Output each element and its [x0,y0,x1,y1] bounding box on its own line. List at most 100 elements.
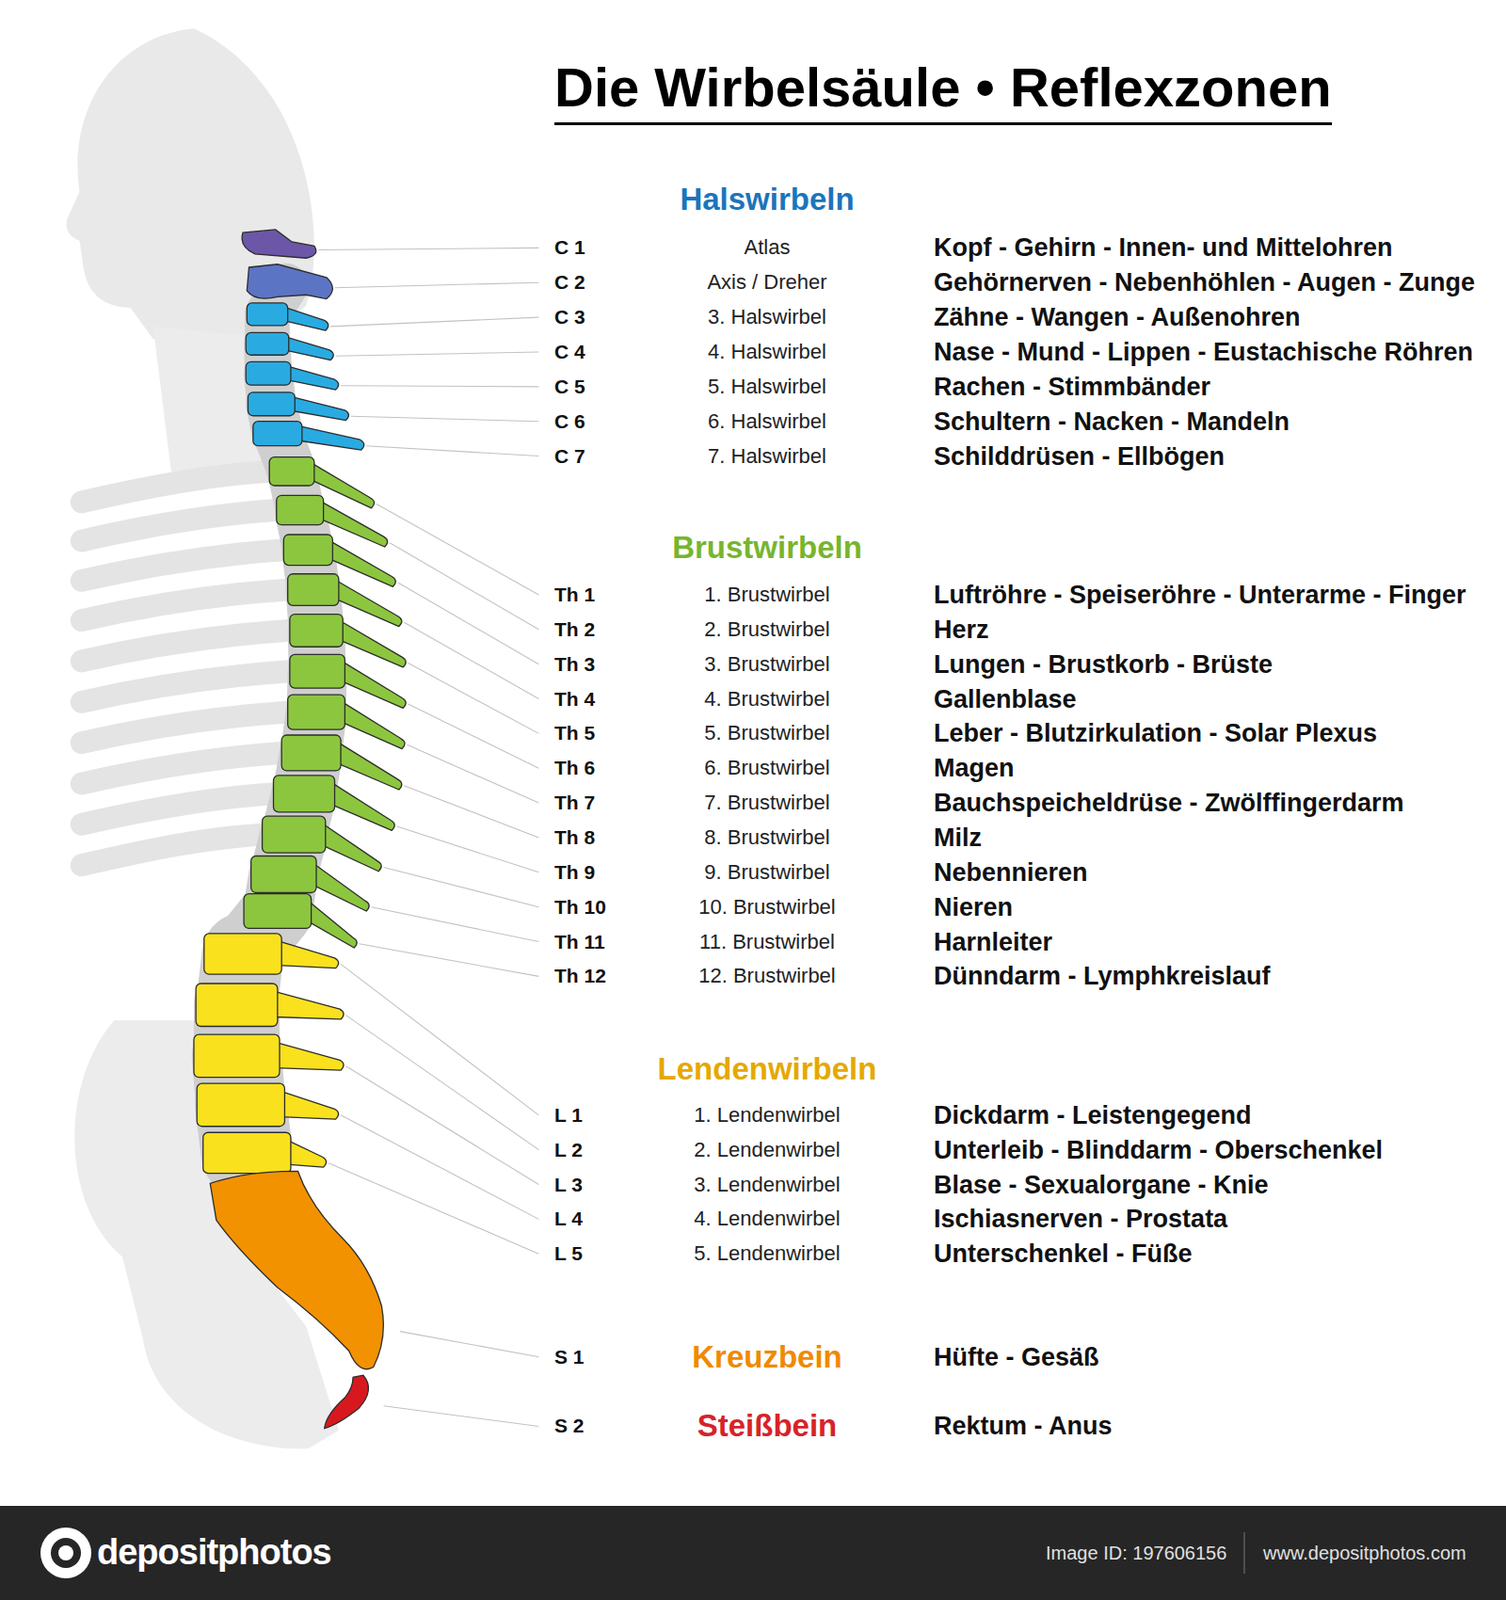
thoracic-vertebra-body [288,694,346,730]
vertebra-name: 2. Lendenwirbel [693,1137,840,1162]
thoracic-vertebra-body [281,735,341,771]
logo-icon [50,1538,81,1569]
lumbar-vertebra-process [280,1090,339,1120]
vertebra-code: Th 3 [554,652,595,676]
footer-bar: depositphotosImage ID: 197606156www.depo… [0,1506,1506,1600]
leader-line [408,663,540,735]
leader-line [340,385,539,387]
organ-list: Dickdarm - Leistengegend [933,1100,1252,1131]
head-silhouette [66,28,315,349]
lumbar-vertebra-body [203,1132,291,1173]
thoracic-vertebra-body [289,654,346,689]
organ-list: Gallenblase [933,683,1077,714]
leader-line [330,317,539,327]
logo-icon [40,1527,92,1579]
thoracic-vertebra-process [335,579,402,627]
vertebra-code: Th 5 [554,721,595,746]
vertebra-code: L 2 [554,1137,583,1162]
vertebra-name: 7. Brustwirbel [704,790,830,816]
rib [81,753,282,785]
rib [81,471,270,503]
thoracic-vertebra-body [251,855,317,893]
leader-line [318,247,539,250]
thoracic-vertebra-body [273,775,336,813]
section-heading: Lendenwirbeln [657,1050,878,1089]
section-heading: Brustwirbeln [672,528,863,567]
organ-list: Herz [933,614,990,645]
thoracic-vertebra-body [269,457,315,486]
section-heading: Steißbein [697,1408,838,1446]
lumbar-vertebra-body [195,983,278,1027]
vertebra-name: Axis / Dreher [706,270,827,295]
organ-list: Magen [933,753,1015,784]
cervical-vertebra-body [253,421,303,447]
cervical-vertebra-body [245,361,291,385]
lumbar-vertebra-process [277,941,339,969]
leader-line [384,1406,540,1427]
vertebra-code: L 1 [554,1103,583,1127]
vertebra-code: S 1 [554,1345,585,1369]
leader-line [345,1015,539,1151]
vertebra-code: Th 4 [554,687,595,711]
vertebra-name: 1. Lendenwirbel [693,1103,840,1128]
organ-list: Blase - Sexualorgane - Knie [933,1169,1269,1200]
vertebra-name: 10. Brustwirbel [698,894,836,919]
rib [81,793,274,825]
rib [81,549,285,581]
organ-list: Nase - Mund - Lippen - Eustachische Röhr… [933,336,1474,368]
cervical-vertebra-process [290,396,350,420]
section-heading: Halswirbeln [679,181,854,220]
vertebra-name: 4. Brustwirbel [704,686,830,711]
thoracic-vertebra-body [243,894,312,930]
vertebra-name: 4. Lendenwirbel [693,1206,840,1232]
thoracic-vertebra-body [288,574,339,607]
organ-list: Hüfte - Gesäß [933,1342,1100,1373]
atlas-vertebra [241,229,317,258]
vertebra-name: 12. Brustwirbel [698,963,836,989]
image-id: Image ID: 197606156 [1045,1541,1227,1565]
title: Die Wirbelsäule • Reflexzonen [554,60,1332,126]
organ-list: Dünndarm - Lymphkreislauf [933,961,1271,992]
leader-line [408,704,540,769]
cervical-vertebra-process [298,425,365,450]
vertebra-code: C 3 [554,305,586,330]
vertebra-code: Th 7 [554,791,595,816]
lumbar-vertebra-process [275,1041,344,1071]
vertebra-name: 6. Halswirbel [707,408,827,433]
thoracic-vertebra-process [338,620,406,668]
vertebra-code: Th 6 [554,756,595,781]
logo-text: depositphotos [96,1531,332,1575]
thoracic-vertebra-body [283,534,333,566]
vertebra-code: C 7 [554,444,586,468]
cervical-vertebra-body [247,392,295,417]
organ-list: Milz [933,822,982,853]
organ-list: Nieren [933,891,1013,922]
rib [81,510,277,542]
thoracic-vertebra-process [312,863,369,913]
vertebra-code: Th 1 [554,582,595,607]
sacrum [209,1170,384,1369]
leader-line [400,1331,539,1358]
vertebra-name: 5. Lendenwirbel [693,1241,840,1266]
vertebra-code: Th 8 [554,825,595,850]
cervical-vertebra-process [284,336,334,361]
organ-list: Rektum - Anus [933,1410,1113,1442]
organ-list: Gehörnerven - Nebenhöhlen - Augen - Zung… [933,267,1475,298]
vertebra-name: 7. Halswirbel [707,443,827,468]
vertebra-name: 5. Halswirbel [707,374,827,400]
thoracic-vertebra-process [336,741,402,790]
vertebra-name: 3. Halswirbel [707,304,827,330]
thoracic-vertebra-body [289,614,343,648]
vertebra-name: 3. Lendenwirbel [693,1171,840,1197]
vertebra-code: C 5 [554,374,586,399]
rib [81,834,263,866]
axis-vertebra [246,264,333,300]
vertebra-name: 8. Brustwirbel [704,825,830,850]
leader-line [335,282,540,288]
vertebra-name: 3. Brustwirbel [704,651,830,676]
organ-list: Unterschenkel - Füße [933,1238,1193,1269]
leader-line [403,785,539,838]
section-heading: Kreuzbein [691,1338,843,1377]
leader-line [336,352,540,356]
